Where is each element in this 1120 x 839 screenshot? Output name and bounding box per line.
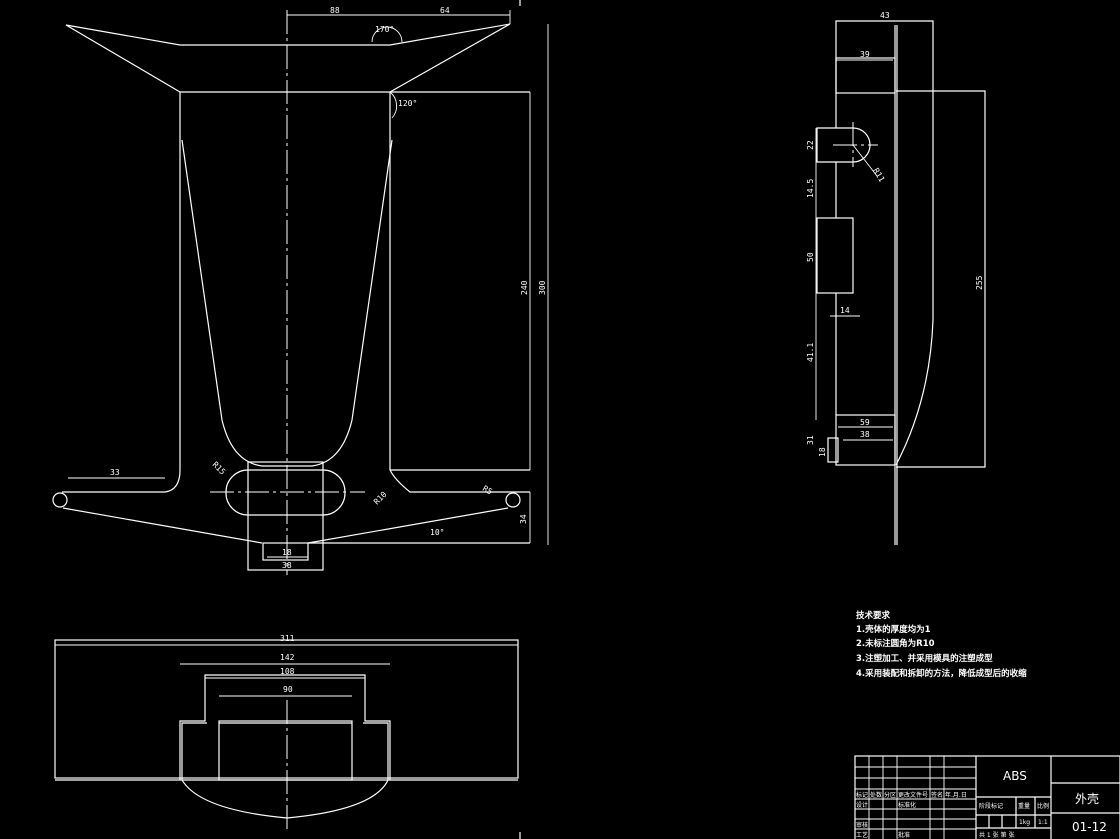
dim-gap1: 14.5	[806, 179, 815, 198]
header-cell: 标记	[856, 791, 868, 799]
plan-view: 311 142 108 90	[54, 634, 519, 830]
stage-label: 阶段标记	[979, 802, 1003, 810]
dim-slot-r: R11	[871, 167, 886, 184]
technical-requirements: 技术要求 1.壳体的厚度均为1 2.未标注圆角为R10 3.注塑加工、并采用模具…	[856, 610, 1027, 679]
header-cell: 分区	[884, 791, 896, 799]
label-design: 设计	[856, 801, 868, 809]
weight-value: 1kg	[1019, 819, 1030, 826]
dim-width-top: 43	[880, 11, 890, 20]
label-approve: 批准	[898, 831, 910, 839]
dim-box-width: 39	[860, 50, 870, 59]
header-cell: 年.月.日	[945, 791, 967, 799]
dim-bottom-inner: 18	[282, 548, 292, 557]
note-item: 3.注塑加工、并采用模具的注塑成型	[856, 653, 993, 664]
drawing-number: 01-12	[1072, 820, 1107, 834]
note-item: 1.壳体的厚度均为1	[856, 624, 931, 635]
note-item: 4.采用装配和拆卸的方法，降低成型后的收缩	[856, 668, 1027, 679]
dim-59: 59	[860, 418, 870, 427]
dim-height: 255	[975, 275, 984, 290]
header-cell: 更改文件号	[898, 791, 928, 799]
note-item: 2.未标注圆角为R10	[856, 638, 935, 649]
part-name: 外壳	[1075, 792, 1099, 806]
title-block: 标记 处数 分区 更改文件号 签名 年.月.日 设计 标准化 审核 工艺 批准 …	[854, 755, 1120, 839]
material: ABS	[1003, 769, 1027, 783]
dim-bottom-h: 31	[806, 435, 815, 445]
dim-top-left: 88	[330, 6, 340, 15]
dim-box-w: 14	[840, 306, 850, 315]
dim-angle-top: 170°	[375, 25, 394, 34]
scale-value: 1:1	[1038, 819, 1048, 826]
dim-lug-drop: 34	[519, 514, 528, 524]
dim-38: 38	[860, 430, 870, 439]
dim-gap2: 41.1	[806, 343, 815, 362]
dim-height-inner: 240	[520, 280, 529, 295]
dim-bottom-outer: 38	[282, 561, 292, 570]
dim-small: 18	[818, 447, 827, 457]
dim-r-lug: R5	[481, 484, 494, 497]
sheet-label: 共 1 张 第 张	[979, 831, 1014, 839]
header-cell: 签名	[931, 791, 943, 799]
label-standard: 标准化	[898, 801, 916, 809]
dim-outer: 142	[280, 653, 295, 662]
dim-box-h: 50	[806, 252, 815, 262]
dim-mid: 108	[280, 667, 295, 676]
dim-r-fillet: R10	[372, 490, 389, 507]
dim-height-total: 300	[538, 280, 547, 295]
label-process: 工艺	[856, 831, 868, 839]
dim-inner: 90	[283, 685, 293, 694]
weight-label: 重量	[1018, 802, 1030, 810]
dim-angle-lug: 10°	[430, 528, 444, 537]
front-view: 88 64 170° 120° 240 300 33 R15 R10 R5 34…	[52, 6, 549, 575]
dim-angle-side: 120°	[398, 99, 417, 108]
label-review: 审核	[856, 821, 868, 829]
header-cell: 处数	[870, 791, 882, 799]
dim-r-slot: R15	[211, 460, 228, 477]
dim-top-right: 64	[440, 6, 450, 15]
side-view: 43 39 22 R11 14.5 50 14 41.1 31 59 38 18…	[806, 11, 986, 545]
dim-total: 311	[280, 634, 295, 643]
dim-lug-len: 33	[110, 468, 120, 477]
dim-slot-h: 22	[806, 140, 815, 150]
notes-title: 技术要求	[856, 610, 891, 621]
scale-label: 比例	[1037, 802, 1049, 810]
